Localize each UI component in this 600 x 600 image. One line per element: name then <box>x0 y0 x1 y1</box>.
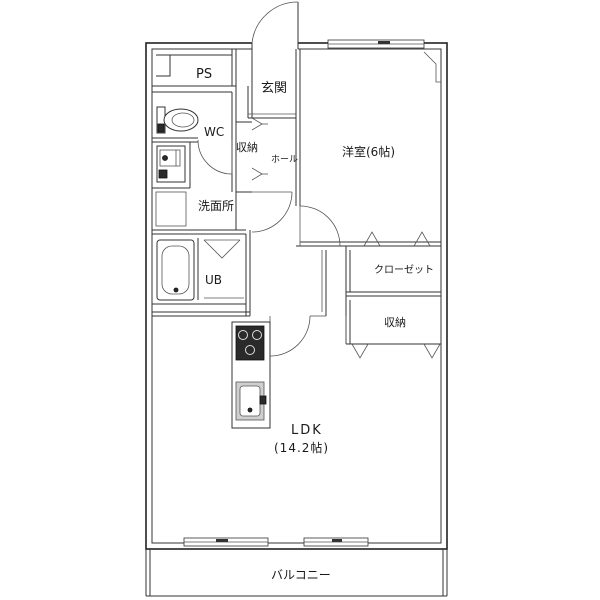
door-swing-icon <box>269 315 311 357</box>
window-bottom-right <box>303 537 369 547</box>
western-room-walls <box>295 49 441 247</box>
stove-icon <box>235 325 265 361</box>
storage-small-walls <box>236 117 268 193</box>
washing-machine-pan-icon <box>155 191 187 227</box>
door-swing-icon <box>251 1 299 44</box>
ldk-door <box>269 250 347 357</box>
entrance-label: 玄関 <box>261 81 288 96</box>
washroom-walls <box>151 142 246 235</box>
balcony <box>145 549 448 597</box>
western-room-label: 洋室(6帖) <box>342 145 395 159</box>
balcony-label: バルコニー <box>271 568 331 582</box>
bath-door <box>203 239 244 299</box>
window-top-western <box>327 39 425 49</box>
hall-label: ホール <box>271 155 299 165</box>
ps-area <box>152 49 237 122</box>
ldk-label: LDK <box>291 423 323 438</box>
wc-door <box>197 139 233 175</box>
door-swing-icon <box>251 191 293 233</box>
window-bottom-left <box>183 537 269 547</box>
wc-label: WC <box>204 125 225 139</box>
door-swing-icon <box>299 205 341 247</box>
unit-bath-walls <box>151 230 251 317</box>
washroom-door <box>251 191 293 233</box>
ldk-size-label: (14.2帖) <box>274 441 330 455</box>
closet-walls <box>345 246 441 297</box>
storage-small-label: 収納 <box>236 141 258 154</box>
washroom-label: 洗面所 <box>198 199 235 213</box>
door-swing-icon <box>197 139 233 175</box>
closet-doors <box>363 231 431 247</box>
washbasin-icon <box>156 145 186 183</box>
toilet-icon <box>156 106 199 134</box>
ps-label: PS <box>196 67 213 82</box>
entrance-walls <box>247 49 296 119</box>
storage-label: 収納 <box>384 316 406 329</box>
bathtub-icon <box>156 239 195 301</box>
kitchen-sink-icon <box>235 381 267 421</box>
unit-bath-label: UB <box>205 273 223 287</box>
entrance-door <box>251 1 299 51</box>
western-room-door <box>299 205 341 247</box>
closet-label: クローゼット <box>374 265 434 276</box>
